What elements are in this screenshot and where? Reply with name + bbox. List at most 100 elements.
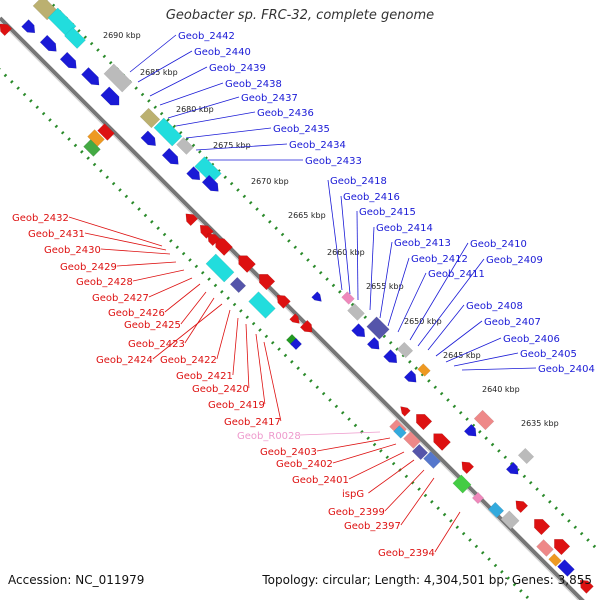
reverse-gene [207, 233, 221, 247]
reverse-gene [536, 539, 554, 557]
reverse-gene-label: Geob_2421 [176, 371, 233, 382]
forward-leader-line [369, 226, 375, 311]
forward-leader-line [427, 304, 465, 351]
reverse-gene-label: Geob_2402 [276, 459, 333, 470]
reverse-gene [500, 510, 520, 530]
reverse-gene-label: Geob_2397 [344, 521, 401, 532]
reverse-gene [205, 253, 235, 283]
forward-gene-label: Geob_2406 [503, 334, 560, 345]
reverse-gene [403, 431, 421, 449]
forward-gene [100, 86, 120, 106]
genome-summary-text: Topology: circular; Length: 4,304,501 bp… [262, 573, 592, 587]
forward-gene [351, 323, 366, 338]
reverse-gene-label: Geob_2425 [124, 320, 181, 331]
reverse-gene [289, 313, 300, 324]
reverse-gene [229, 276, 247, 294]
reverse-gene-label: Geob_2403 [260, 447, 317, 458]
reverse-gene [423, 451, 441, 469]
reverse-leader-line [148, 277, 193, 298]
forward-gene [153, 117, 183, 147]
inner-tick-track [0, 67, 533, 600]
forward-gene [341, 291, 355, 305]
reverse-gene [289, 337, 303, 351]
forward-gene-label: Geob_2437 [241, 93, 298, 104]
forward-gene [383, 349, 398, 364]
forward-gene-label: Geob_2416 [343, 192, 400, 203]
reverse-gene [461, 461, 475, 475]
kbp-tick-label: 2650 kbp [404, 317, 442, 326]
reverse-gene-label: Geob_R0028 [237, 431, 301, 442]
forward-gene-label: Geob_2435 [273, 124, 330, 135]
reverse-gene [185, 213, 199, 227]
reverse-gene-label: Geob_2432 [12, 213, 69, 224]
forward-leader-line [379, 241, 393, 319]
forward-leader-line [409, 242, 469, 341]
forward-gene [463, 423, 477, 437]
reverse-gene-label: Geob_2429 [60, 262, 117, 273]
reverse-gene [579, 579, 594, 594]
forward-gene-label: Geob_2436 [257, 108, 314, 119]
reverse-leader-line [245, 323, 250, 389]
reverse-leader-line [232, 317, 239, 376]
reverse-gene-label: Geob_2417 [224, 417, 281, 428]
reverse-gene-label: ispG [342, 489, 364, 500]
forward-leader-line [461, 367, 537, 371]
reverse-gene [248, 291, 276, 319]
forward-gene [194, 156, 222, 184]
forward-gene [366, 316, 390, 340]
reverse-gene [299, 319, 313, 333]
forward-gene [417, 363, 431, 377]
reverse-gene [276, 294, 291, 309]
forward-gene [139, 107, 161, 129]
kbp-tick-label: 2640 kbp [482, 385, 520, 394]
genome-backbone [0, 16, 585, 600]
forward-leader-line [185, 127, 272, 139]
forward-gene-label: Geob_2434 [289, 140, 346, 151]
reverse-gene-label: Geob_2424 [96, 355, 153, 366]
forward-gene [64, 27, 86, 49]
reverse-gene [259, 274, 276, 291]
reverse-gene [534, 519, 551, 536]
kbp-tick-label: 2670 kbp [251, 177, 289, 186]
reverse-leader-line [263, 341, 282, 422]
reverse-leader-line [299, 431, 381, 436]
forward-gene [473, 409, 495, 431]
forward-gene [47, 7, 77, 37]
reverse-gene [393, 425, 407, 439]
forward-gene-label: Geob_2410 [470, 239, 527, 250]
reverse-gene [199, 224, 214, 239]
reverse-gene-label: Geob_2426 [108, 308, 165, 319]
reverse-gene-label: Geob_2394 [378, 548, 435, 559]
forward-leader-line [149, 66, 208, 97]
reverse-leader-line [84, 232, 167, 251]
forward-gene [103, 63, 133, 93]
reverse-gene-label: Geob_2419 [208, 400, 265, 411]
forward-gene-label: Geob_2438 [225, 79, 282, 90]
forward-gene [186, 166, 201, 181]
forward-gene [517, 447, 535, 465]
reverse-gene-label: Geob_2420 [192, 384, 249, 395]
kbp-tick-label: 2665 kbp [288, 211, 326, 220]
reverse-leader-line [400, 477, 435, 526]
reverse-gene [515, 500, 529, 514]
forward-gene [21, 19, 36, 34]
forward-gene [161, 147, 179, 165]
reverse-leader-line [255, 333, 266, 405]
reverse-gene [215, 238, 233, 256]
reverse-gene [0, 23, 13, 37]
forward-leader-line [159, 82, 224, 106]
accession-text: Accession: NC_011979 [8, 573, 145, 587]
forward-leader-line [453, 352, 519, 367]
reverse-gene [548, 553, 562, 567]
reverse-leader-line [434, 511, 461, 553]
reverse-gene [400, 406, 411, 417]
kbp-tick-label: 2690 kbp [103, 31, 141, 40]
forward-gene-label: Geob_2439 [209, 63, 266, 74]
forward-leader-line [167, 96, 240, 119]
forward-gene [505, 461, 519, 475]
forward-gene-label: Geob_2414 [376, 223, 433, 234]
forward-gene [176, 137, 194, 155]
reverse-gene [554, 539, 571, 556]
forward-gene-label: Geob_2411 [428, 269, 485, 280]
